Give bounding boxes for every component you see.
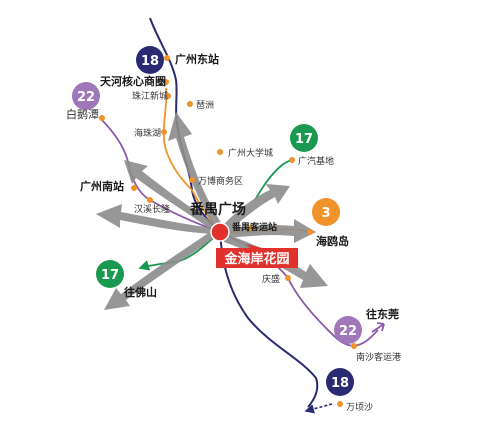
label-panyu-square: 番禺广场 [189,201,246,218]
hub-panyu-square [210,222,230,242]
svg-text:18: 18 [141,54,159,69]
station-dots [99,55,357,407]
project-name: 金海岸花园 [223,251,289,267]
badge-line-18-top: 18 [136,46,164,74]
label-qingsheng: 庆盛 [262,273,280,285]
arrow-northeast [224,184,290,230]
arrow-east [226,219,316,243]
station-dot-guangzhou-south [131,185,137,191]
badge-line-18-bottom: 18 [326,368,354,396]
arrow-north [168,112,222,226]
line-18-extension [304,403,333,414]
station-dot-haiou [307,229,313,235]
station-dot-guangzhou-east [164,55,170,61]
arrow-southwest [104,232,214,310]
project-callout: 金海岸花园 [216,244,298,268]
label-haiou-island: 海鸥岛 [316,234,349,248]
project-label-bg [216,248,298,268]
badge-line-3: 3 [312,198,340,226]
badge-line-17-top: 17 [290,124,318,152]
label-gac-base: 广汽基地 [298,155,334,167]
svg-text:22: 22 [77,90,95,105]
station-dot-qingsheng [285,275,291,281]
label-guangzhou-east: 广州东站 [175,52,219,66]
line-22-dongguan-arrow [371,322,385,333]
station-dot-baietan [99,115,105,121]
svg-text:3: 3 [321,206,330,221]
label-to-foshan: 往佛山 [124,285,157,299]
svg-text:22: 22 [339,324,357,339]
station-dot-wanqingsha [337,401,343,407]
badge-line-22-right: 22 [334,316,362,344]
label-wanbo: 万博商务区 [198,175,243,187]
station-dot-university [217,149,223,155]
station-dot-pazhou [187,101,193,107]
label-pazhou: 琶洲 [196,100,214,111]
label-chimelong: 汉溪长隆 [134,203,170,215]
label-wanqingsha: 万顷沙 [346,402,373,413]
label-panyu-bus: 番禺客运站 [231,221,277,233]
station-dot-tianhe [163,79,169,85]
svg-text:17: 17 [101,268,119,283]
label-tianhe-cbd: 天河核心商圈 [100,74,166,88]
svg-text:17: 17 [295,132,313,147]
label-university-town: 广州大学城 [228,147,273,159]
station-dot-haizhu [161,129,167,135]
station-dot-chimelong [147,197,153,203]
station-labels: 广州东站 天河核心商圈 珠江新城 琶洲 白鹅潭 海珠湖 广州大学城 广汽基地 万… [66,52,401,413]
radial-arrows [96,112,328,310]
station-dot-wanbo [189,177,195,183]
arrow-northwest [124,160,216,230]
svg-text:18: 18 [331,376,349,391]
label-nansha-port: 南沙客运港 [356,351,401,363]
badge-line-22-left: 22 [72,82,100,110]
station-dot-gac [289,157,295,163]
label-guangzhou-south: 广州南站 [80,179,124,193]
arrow-west [96,204,213,234]
label-baietan: 白鹅潭 [66,107,99,121]
line-badges: 18 22 17 3 17 22 18 [72,46,362,396]
station-dot-zhujiang [165,93,171,99]
label-zhujiang-newtown: 珠江新城 [132,90,168,102]
station-dot-nansha [351,343,357,349]
label-haizhu-lake: 海珠湖 [134,127,161,139]
badge-line-17-left: 17 [96,260,124,288]
station-dot-panyu-bus [247,225,253,231]
label-to-dongguan: 往东莞 [366,307,399,321]
